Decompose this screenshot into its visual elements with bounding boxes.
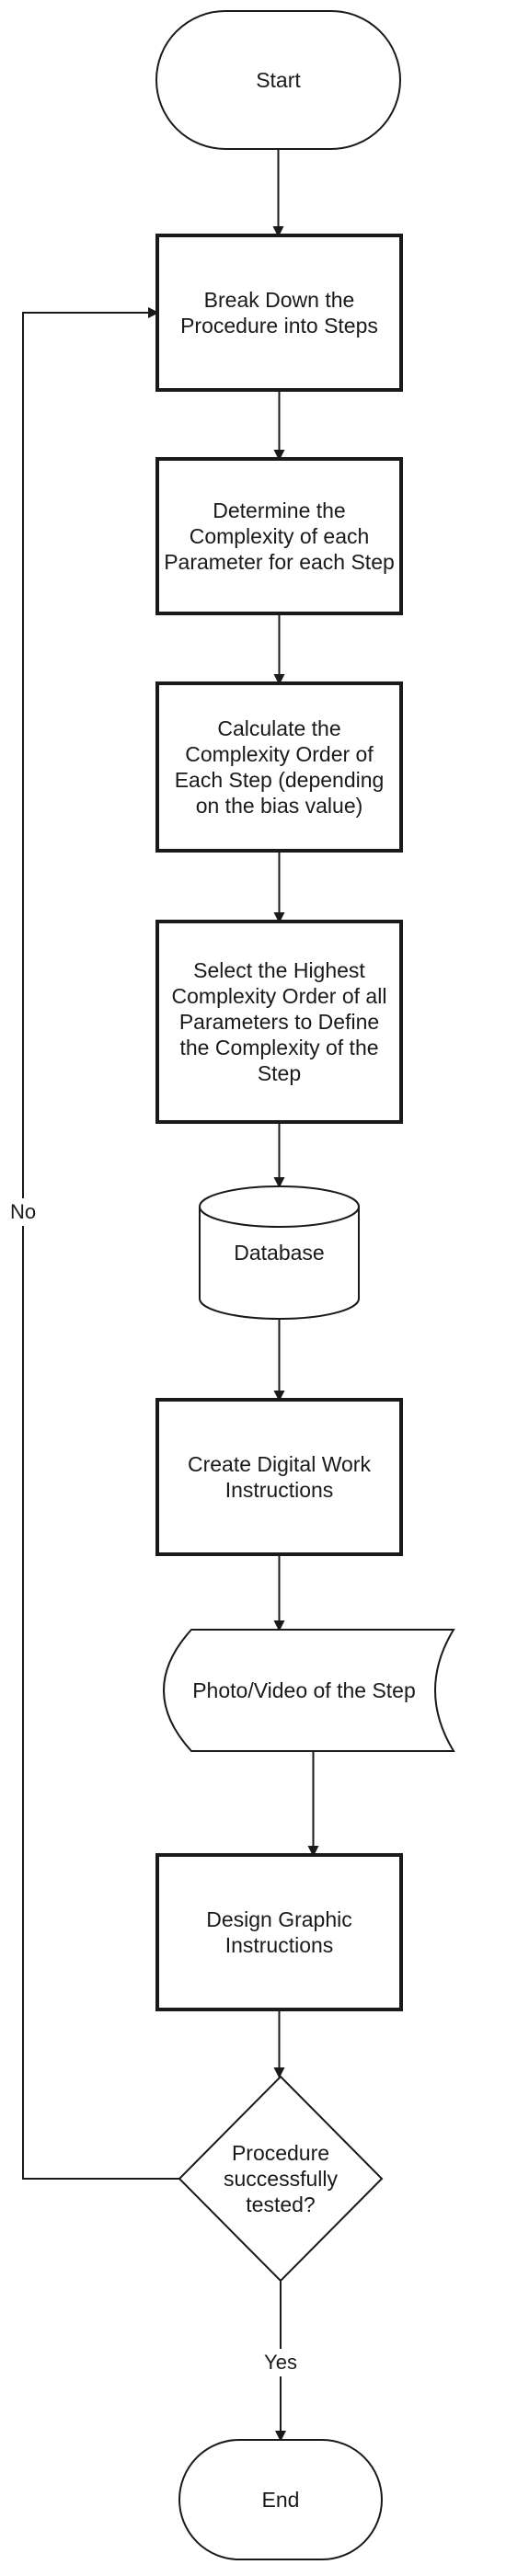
node-design-graphic [155, 1853, 403, 2011]
node-photo-video [163, 1629, 455, 1752]
node-label-design-graphic: Design Graphic Instructions [206, 1907, 352, 1957]
node-start [155, 10, 401, 150]
edge-label-no: No [6, 1198, 40, 1226]
node-label-photo-video: Photo/Video of the Step [192, 1678, 416, 1702]
node-end [178, 2439, 383, 2560]
edge-decision-to-break-down [22, 307, 179, 2180]
node-database [199, 1185, 360, 1320]
edge-label-yes: Yes [261, 2349, 300, 2376]
node-create-instructions [155, 1398, 403, 1556]
node-select-highest [155, 920, 403, 1124]
node-label-database: Database [234, 1241, 325, 1265]
node-label-select-highest: Select the Highest Complexity Order of a… [171, 958, 387, 1085]
node-calculate-order [155, 681, 403, 853]
node-label-end: End [261, 2488, 300, 2512]
node-label-create-instructions: Create Digital Work Instructions [188, 1452, 371, 1502]
node-label-determine-complexity: Determine the Complexity of each Paramet… [164, 498, 395, 574]
node-label-break-down: Break Down the Procedure into Steps [180, 288, 378, 338]
node-label-calculate-order: Calculate the Complexity Order of Each S… [174, 716, 385, 818]
node-break-down [155, 234, 403, 392]
node-decision [178, 2075, 384, 2283]
node-label-start: Start [256, 68, 301, 92]
node-determine-complexity [155, 457, 403, 615]
node-label-decision: Procedure successfully tested? [224, 2141, 338, 2216]
